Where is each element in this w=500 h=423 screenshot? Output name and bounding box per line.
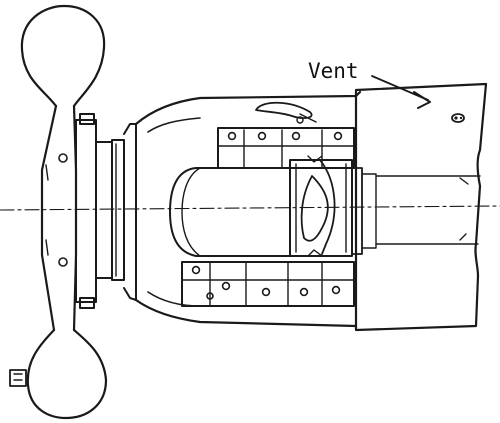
vent-label: Vent xyxy=(308,59,359,83)
bolt-hole xyxy=(58,257,68,267)
top-mount xyxy=(217,101,355,169)
bottom-mount xyxy=(181,261,355,307)
vent-hole xyxy=(451,113,465,123)
hub-flange xyxy=(75,113,137,309)
crank-handle xyxy=(20,4,108,420)
valve-coupling xyxy=(289,155,377,257)
handle-nub xyxy=(9,369,27,387)
cylinder xyxy=(169,167,291,257)
centerline xyxy=(0,205,500,211)
right-block xyxy=(354,82,488,332)
vent-callout: Vent xyxy=(308,59,431,109)
bolt-hole xyxy=(58,153,68,163)
arrow-head-icon xyxy=(413,91,431,109)
